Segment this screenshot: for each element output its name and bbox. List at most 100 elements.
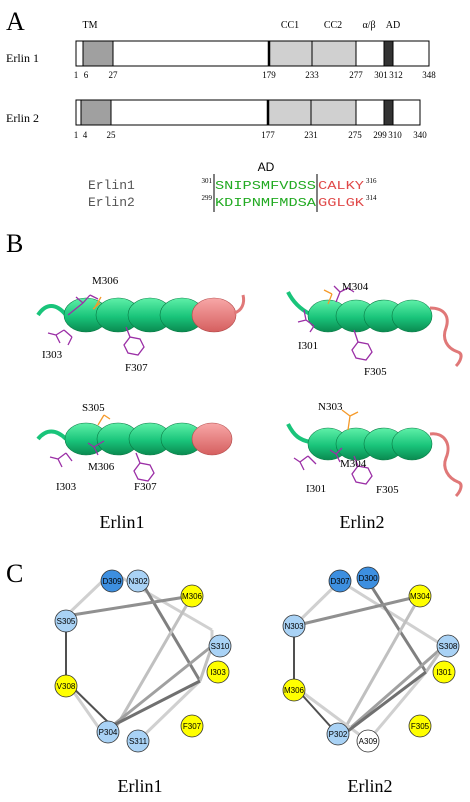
alignment-row-name: Erlin1 bbox=[88, 178, 135, 193]
helix-tail bbox=[36, 304, 68, 317]
alignment-start-number: 299 bbox=[202, 194, 213, 202]
side-chain-i303 bbox=[49, 452, 73, 468]
erlin2-tick: 299 bbox=[373, 130, 387, 140]
side-chain-f307 bbox=[133, 452, 155, 482]
svg-text:P302: P302 bbox=[329, 730, 348, 739]
residue-node: P304 bbox=[96, 720, 120, 744]
wheel-connector bbox=[198, 645, 214, 682]
residue-node: N302 bbox=[126, 569, 150, 593]
svg-text:D307: D307 bbox=[330, 577, 350, 586]
erlin1-tick: 233 bbox=[305, 70, 319, 80]
residue-label: F307 bbox=[134, 481, 157, 493]
side-chain-n303 bbox=[341, 409, 359, 431]
helix-tail bbox=[286, 291, 311, 316]
erlin1-tick: 6 bbox=[84, 70, 89, 80]
panel-c-caption: Erlin2 bbox=[348, 776, 393, 796]
side-chain-i303 bbox=[47, 329, 73, 346]
ad-sequence-alignment: AD Erlin1 301 SNIPSMFVDSS CALKY 316 Erli… bbox=[88, 160, 377, 212]
svg-text:F307: F307 bbox=[183, 722, 202, 731]
wheel-connector bbox=[339, 579, 445, 648]
svg-text:F305: F305 bbox=[411, 722, 430, 731]
helix-tail-red bbox=[233, 294, 246, 315]
erlin2-tick: 310 bbox=[388, 130, 402, 140]
svg-text:D309: D309 bbox=[102, 577, 122, 586]
panel-b-letter: B bbox=[6, 229, 23, 258]
erlin2-domain-bar: Erlin 2 1 4 25 177 231 275 299 310 340 bbox=[6, 99, 427, 140]
helix-erlin1-top bbox=[36, 294, 246, 356]
erlin2-tick: 1 bbox=[74, 130, 79, 140]
helix-tail bbox=[36, 429, 68, 441]
wheel-connector bbox=[339, 644, 445, 739]
erlin1-tick: 27 bbox=[109, 70, 119, 80]
helix-erlin2-top bbox=[286, 285, 463, 368]
erlin1-tick: 179 bbox=[262, 70, 276, 80]
helix-turn bbox=[391, 299, 433, 333]
svg-text:M306: M306 bbox=[284, 686, 305, 695]
alignment-red-segment: CALKY bbox=[318, 179, 364, 193]
residue-node: M304 bbox=[408, 584, 432, 608]
svg-text:M304: M304 bbox=[410, 592, 431, 601]
residue-node: D300 bbox=[356, 566, 380, 590]
svg-text:A309: A309 bbox=[359, 737, 378, 746]
residue-label: S305 bbox=[82, 402, 105, 414]
side-chain-orange bbox=[323, 289, 333, 305]
side-chain-m304 bbox=[329, 447, 343, 463]
alignment-end-number: 316 bbox=[366, 177, 377, 185]
residue-node: S311 bbox=[126, 729, 150, 753]
side-chain-m304 bbox=[333, 285, 355, 303]
helix-tail-red bbox=[429, 306, 463, 368]
alignment-header: AD bbox=[258, 160, 275, 174]
erlin2-tm-domain bbox=[80, 99, 112, 126]
wheel-connector bbox=[111, 679, 201, 728]
erlin2-ad-domain bbox=[383, 99, 394, 126]
erlin1-cc2-domain bbox=[311, 40, 357, 67]
wheel-connector bbox=[366, 671, 428, 742]
domain-label-cc1: CC1 bbox=[281, 20, 299, 31]
helical-wheel-erlin1: D309 N302 M306 S310 I303 F307 S311 P304 … bbox=[54, 569, 232, 753]
erlin2-tick: 340 bbox=[413, 130, 427, 140]
residue-node: S310 bbox=[208, 634, 232, 658]
domain-label-tm: TM bbox=[83, 20, 98, 31]
svg-text:P304: P304 bbox=[99, 728, 118, 737]
side-chain-i301 bbox=[293, 455, 317, 471]
side-chain-i301 bbox=[297, 309, 315, 333]
erlin1-tick: 277 bbox=[349, 70, 363, 80]
svg-text:D300: D300 bbox=[358, 574, 378, 583]
erlin1-tick: 1 bbox=[74, 70, 79, 80]
wheel-connector bbox=[366, 580, 428, 673]
panel-c-letter: C bbox=[6, 559, 23, 588]
residue-label: I301 bbox=[298, 340, 318, 352]
residue-node: F305 bbox=[408, 714, 432, 738]
alignment-row-name: Erlin2 bbox=[88, 195, 135, 210]
wheel-connector bbox=[293, 684, 369, 743]
erlin2-tick: 25 bbox=[107, 130, 117, 140]
residue-node: P302 bbox=[326, 722, 350, 746]
wheel-connector bbox=[339, 670, 427, 739]
erlin2-bar-outline bbox=[75, 99, 421, 126]
erlin2-tick: 231 bbox=[304, 130, 318, 140]
helix-turn-red bbox=[191, 297, 237, 333]
erlin1-domain-bar: Erlin 1 1 6 27 179 233 277 301 312 348 bbox=[6, 40, 436, 80]
helix-erlin2-bottom bbox=[286, 409, 463, 498]
svg-text:I301: I301 bbox=[436, 668, 452, 677]
wheel-connector bbox=[338, 595, 422, 738]
wheel-connector bbox=[136, 679, 202, 743]
svg-text:N303: N303 bbox=[284, 622, 304, 631]
residue-node: I301 bbox=[432, 660, 456, 684]
residue-node: M306 bbox=[282, 678, 306, 702]
erlin2-tick: 4 bbox=[83, 130, 88, 140]
residue-node: S305 bbox=[54, 609, 78, 633]
panel-c-caption: Erlin1 bbox=[118, 776, 163, 796]
erlin1-bar-name: Erlin 1 bbox=[6, 51, 39, 65]
residue-label: I301 bbox=[306, 483, 326, 495]
erlin1-tick: 348 bbox=[422, 70, 436, 80]
erlin1-tick: 312 bbox=[389, 70, 403, 80]
side-chain-s305 bbox=[97, 414, 111, 426]
side-chain-m306 bbox=[87, 440, 105, 456]
residue-label: F307 bbox=[125, 362, 148, 374]
residue-node: D309 bbox=[100, 569, 124, 593]
residue-label: N303 bbox=[318, 401, 343, 413]
erlin2-tick: 177 bbox=[261, 130, 275, 140]
domain-label-cc2: CC2 bbox=[324, 20, 342, 31]
